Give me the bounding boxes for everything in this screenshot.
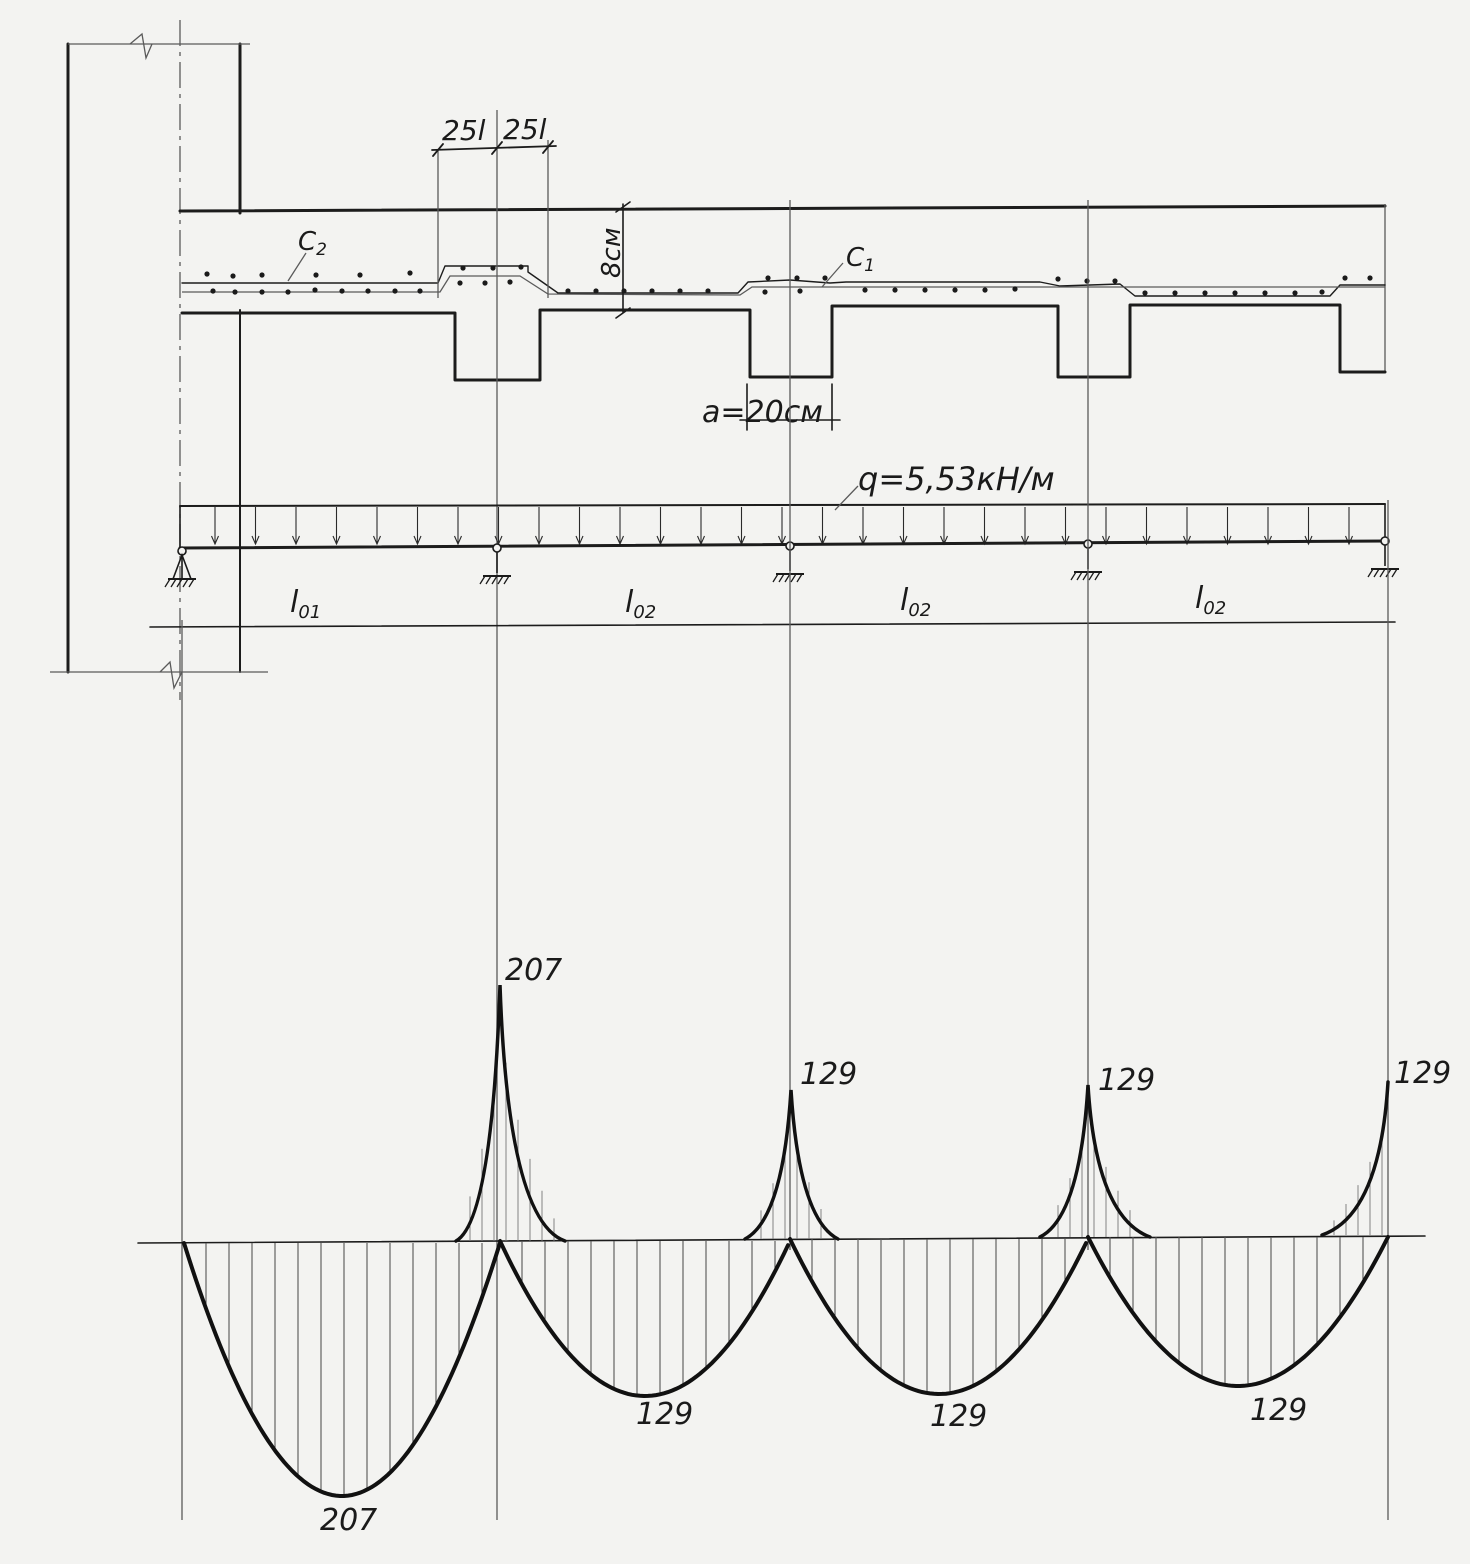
moment-curves	[182, 984, 1390, 1498]
leader-c1	[821, 262, 844, 288]
support-moment-curve	[743, 1089, 840, 1241]
moment-baseline	[137, 1235, 1426, 1244]
load-arrow-head	[291, 535, 301, 546]
span-label-2: l02	[625, 585, 656, 623]
load-arrow-head	[372, 535, 382, 546]
span-moment-4: 129	[1250, 1393, 1307, 1428]
span-moment-2: 129	[636, 1397, 693, 1432]
load-arrow-head	[1142, 535, 1151, 546]
span-moment-curve	[788, 1237, 1088, 1397]
rebar-label-c1: C1	[846, 243, 875, 276]
span-moment-curve	[1086, 1235, 1390, 1388]
support-axes	[181, 200, 1389, 1520]
support-moment-curve	[1038, 1084, 1152, 1239]
support-moment-curve	[454, 984, 567, 1243]
moment-diagram	[137, 984, 1426, 1498]
load-leader	[834, 485, 859, 511]
anchor-label-left: 25l	[442, 114, 486, 147]
load-arrow-head	[575, 535, 584, 546]
slab-depth-label: 8см	[597, 228, 627, 278]
anchor-label-right: 25l	[503, 113, 547, 146]
load-arrow-head	[1263, 535, 1273, 546]
span-label-4: l02	[1195, 581, 1226, 619]
roller-support	[772, 541, 804, 583]
span-label-3: l02	[900, 583, 931, 621]
supports	[164, 536, 1399, 588]
span-moment-3: 129	[930, 1399, 987, 1434]
break-mark-top	[129, 32, 153, 61]
wall	[50, 20, 268, 700]
rebar-label-c2: C2	[298, 227, 327, 260]
support-moment-2: 129	[800, 1057, 857, 1092]
load-arrow-head	[251, 535, 260, 546]
slab-section	[178, 204, 1387, 382]
static-scheme	[149, 503, 1396, 628]
rebar-bars	[204, 264, 1373, 296]
roller-support	[479, 543, 511, 585]
leader-c2	[287, 252, 307, 282]
roller-support	[1367, 536, 1399, 578]
span-moment-curve	[498, 1239, 790, 1399]
load-arrow-head	[210, 535, 220, 546]
span-moment-1: 207	[320, 1503, 377, 1538]
fixed-support	[164, 546, 196, 588]
load-arrow-head	[1182, 535, 1192, 546]
load-arrows	[210, 507, 1354, 546]
span-moment-curve	[182, 1241, 502, 1498]
support-moment-3: 129	[1098, 1063, 1155, 1098]
load-arrow-head	[332, 535, 341, 546]
load-arrow-head	[1304, 535, 1313, 546]
span-label-1: l01	[290, 585, 321, 623]
support-moment-curve	[1320, 1080, 1390, 1237]
load-arrow-head	[453, 535, 463, 546]
support-moment-1: 207	[505, 953, 562, 988]
break-mark-bottom	[159, 660, 183, 691]
anchorage-dimension	[431, 110, 557, 700]
support-moment-4: 129	[1394, 1056, 1451, 1091]
roller-support	[1070, 539, 1102, 581]
load-arrow-head	[413, 535, 422, 546]
load-arrow-head	[1223, 535, 1232, 546]
beam-width-label: a=20см	[702, 395, 823, 430]
load-arrow-head	[1344, 535, 1354, 546]
load-label: q=5,53кН/м	[858, 460, 1055, 498]
load-arrow-head	[534, 535, 544, 546]
slab-depth-dimension	[615, 201, 631, 319]
